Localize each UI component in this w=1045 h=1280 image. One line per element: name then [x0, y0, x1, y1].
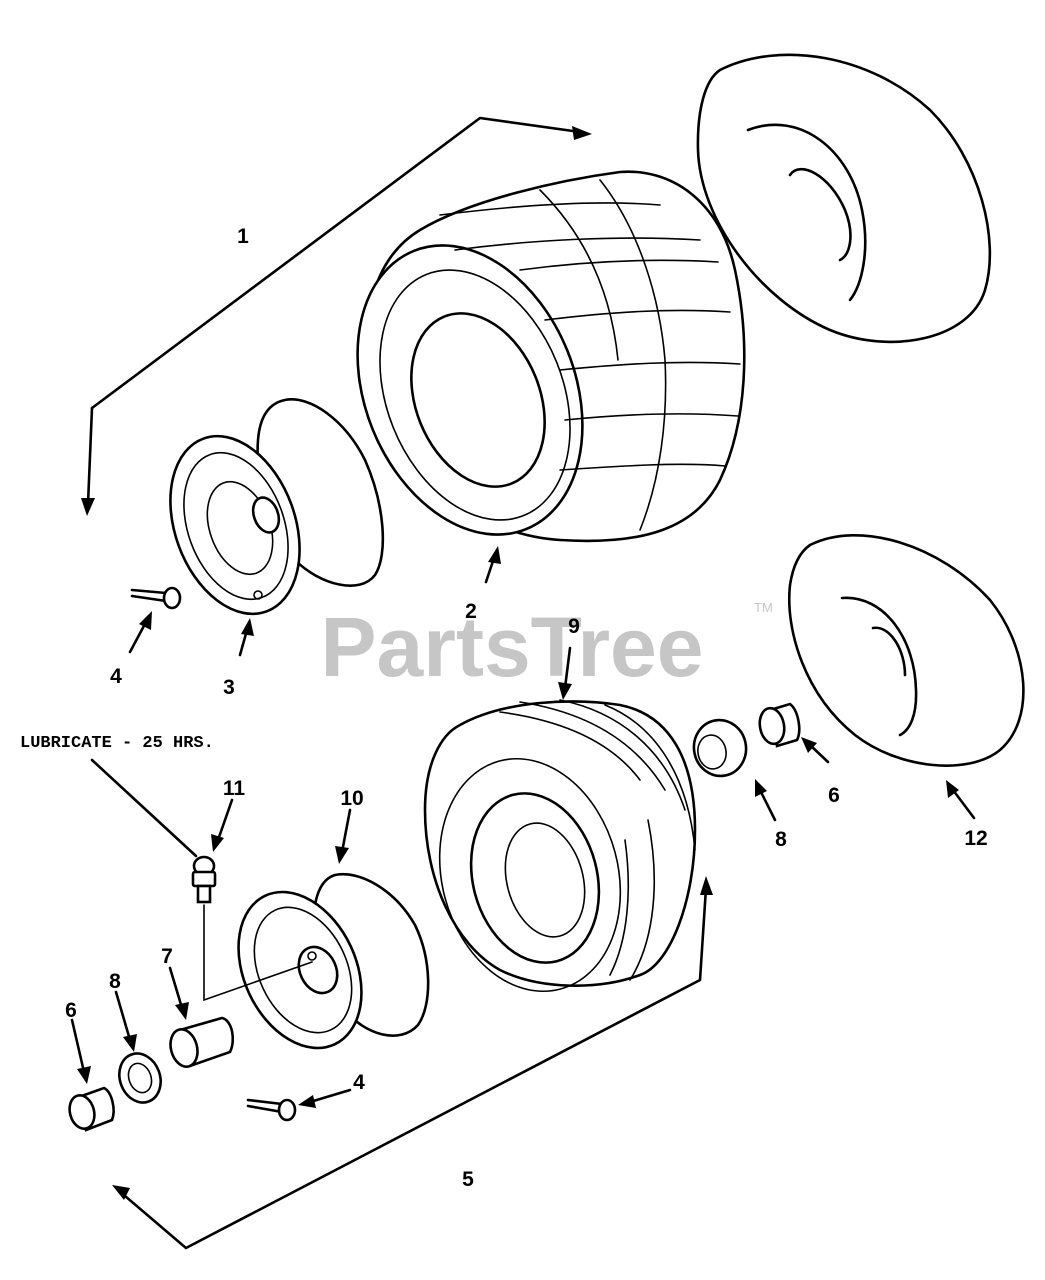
lubricate-note: LUBRICATE - 25 HRS. [20, 734, 214, 753]
partstree-watermark: PartsTree [321, 600, 704, 694]
rear-tire-liner[interactable] [696, 53, 992, 344]
grease-fitting[interactable] [191, 855, 313, 1002]
spacer-left[interactable] [66, 1086, 115, 1132]
callout-7[interactable]: 7 [161, 945, 173, 968]
callout-3[interactable]: 3 [223, 676, 235, 699]
bracket-assembly-5 [112, 876, 713, 1250]
front-rim[interactable] [215, 872, 430, 1068]
callout-6-right[interactable]: 6 [828, 784, 840, 807]
valve-stem-bottom[interactable] [246, 1098, 297, 1122]
callout-8-right[interactable]: 8 [775, 828, 787, 851]
valve-stem-top[interactable] [130, 586, 182, 610]
leader-lines [70, 546, 976, 1108]
callout-4-bottom[interactable]: 4 [353, 1071, 365, 1094]
trademark-mark: TM [754, 600, 773, 615]
callout-9[interactable]: 9 [568, 615, 580, 638]
bracket-assembly-1 [81, 116, 592, 516]
callout-6-left[interactable]: 6 [65, 999, 77, 1022]
callout-5[interactable]: 5 [462, 1168, 474, 1191]
callout-10[interactable]: 10 [340, 787, 363, 810]
spacer-right[interactable] [757, 702, 801, 748]
callout-12[interactable]: 12 [964, 827, 987, 850]
flange-bearing-left[interactable] [113, 1048, 168, 1109]
front-tire-liner[interactable] [788, 533, 1025, 767]
rear-rim[interactable] [147, 398, 385, 632]
front-tire[interactable] [414, 699, 697, 1012]
callout-8-left[interactable]: 8 [109, 970, 121, 993]
callout-1[interactable]: 1 [237, 225, 249, 248]
rear-tire[interactable] [316, 170, 746, 569]
callout-11[interactable]: 11 [223, 777, 246, 800]
callout-4-top[interactable]: 4 [110, 665, 122, 688]
flange-bearing-right[interactable] [690, 716, 751, 780]
callout-2[interactable]: 2 [465, 600, 477, 623]
bearing-7[interactable] [167, 1016, 235, 1070]
